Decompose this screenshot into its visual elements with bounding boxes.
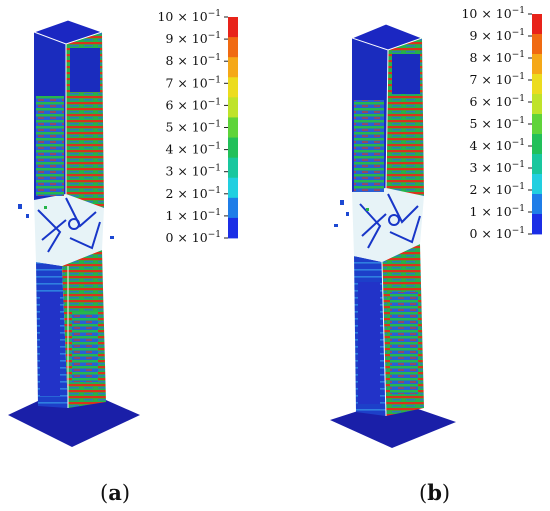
colorbar-a: 10 × 10−1 9 × 10−1 8 × 10−1 7 × 10−1 6 × 10−… [157,9,238,245]
top-face-b [350,23,424,51]
colorbar-segment [532,34,542,55]
colorbar-segment [228,137,238,159]
colorbar-tick-label: 5 × 10−1 [469,116,525,131]
upper-left-band-b [354,100,384,192]
colorbar-segment [532,174,542,195]
upper-right-top-b [392,54,420,94]
colorbar-tick-label: 2 × 10−1 [165,186,221,201]
colorbar-segment [228,117,238,138]
colorbar-tick-label: 2 × 10−1 [469,182,525,197]
colorbar-segment [532,74,542,95]
colorbar-segment [228,177,238,199]
colorbar-segment [532,134,542,155]
colorbar-tick-label: 9 × 10−1 [469,28,525,43]
lower-right-core-a [72,312,98,382]
debris-a [18,204,114,239]
colorbar-tick-label: 1 × 10−1 [165,208,221,223]
colorbar-tick-label: 3 × 10−1 [469,160,525,175]
colorbar-segment [532,14,542,35]
lower-left-core-a [40,292,60,396]
colorbar-tick-label: 0 × 10−1 [165,230,221,245]
colorbar-tick-label: 8 × 10−1 [469,50,525,65]
top-face-a [32,19,104,45]
colorbar-segment [228,217,238,239]
colorbar-segment [532,214,542,235]
colorbar-segment [532,114,542,135]
colorbar-tick-label: 10 × 10−1 [461,6,525,21]
colorbar-tick-label: 4 × 10−1 [469,138,525,153]
colorbar-tick-label: 6 × 10−1 [165,97,221,112]
caption-a: (a) [100,480,130,505]
colorbar-segment [532,194,542,215]
upper-left-band-a [36,96,64,196]
lower-left-core-b [358,282,380,404]
lower-right-core-b [390,292,418,394]
colorbar-tick-label: 1 × 10−1 [469,204,525,219]
colorbar-tick-label: 7 × 10−1 [469,72,525,87]
colorbar-tick-label: 4 × 10−1 [165,142,221,157]
colorbar-segment [532,154,542,175]
caption-b: (b) [419,480,450,505]
colorbar-segment [532,94,542,115]
colorbar-b: 10 × 10−1 9 × 10−1 8 × 10−1 7 × 10−1 6 × 10−… [461,6,542,241]
colorbar-tick-label: 5 × 10−1 [165,120,221,135]
colorbar-segment [532,54,542,75]
column-model-b [330,23,456,448]
colorbar-segment [228,77,238,98]
crack-fragments-b [359,193,421,249]
upper-right-top-a [70,48,100,92]
colorbar-tick-label: 8 × 10−1 [165,53,221,68]
colorbar-tick-label: 0 × 10−1 [469,226,525,241]
colorbar-tick-label: 6 × 10−1 [469,94,525,109]
column-model-a [8,19,140,447]
colorbar-tick-label: 9 × 10−1 [165,31,221,46]
colorbar-segment [228,57,238,78]
crack-fragments-a [37,197,101,253]
debris-b [334,200,369,227]
colorbar-segment [228,17,238,38]
colorbar-tick-label: 10 × 10−1 [157,9,221,24]
colorbar-segment [228,37,238,58]
colorbar-tick-label: 3 × 10−1 [165,164,221,179]
colorbar-tick-label: 7 × 10−1 [165,75,221,90]
colorbar-segment [228,157,238,179]
colorbar-segment [228,97,238,118]
colorbar-segment [228,197,238,219]
